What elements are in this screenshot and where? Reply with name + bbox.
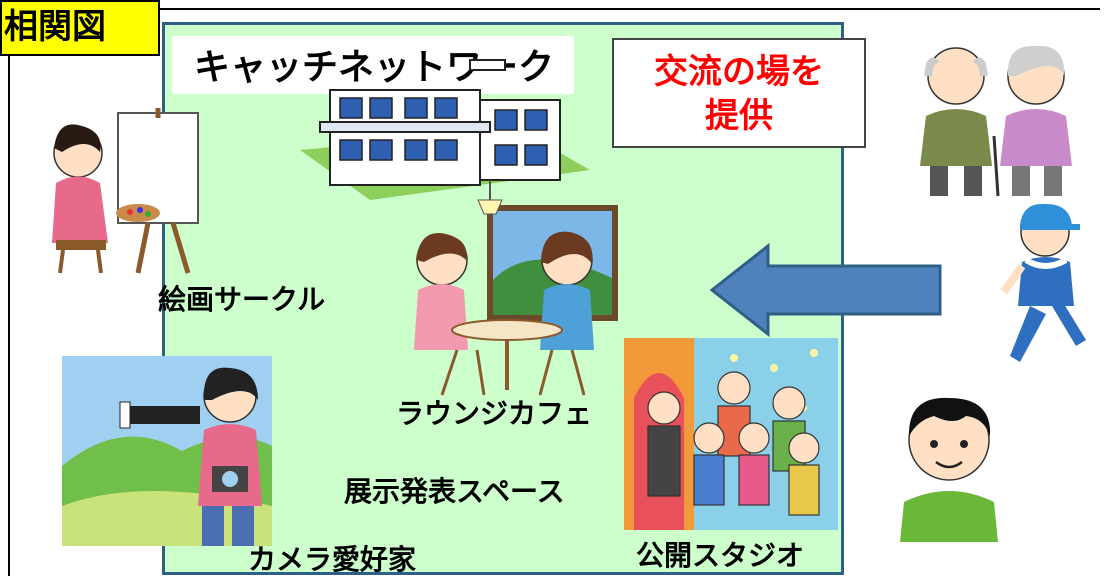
painting-circle-label: 絵画サークル [158,283,326,316]
jogger-illustration [1000,203,1086,362]
painter-illustration [52,108,199,274]
building-illustration [300,59,590,200]
exhibition-space-label: 展示発表スペース [344,475,565,508]
inflow-arrow [709,242,942,338]
lounge-cafe-label: ラウンジカフェ [396,397,593,430]
boy-illustration [900,397,998,542]
open-studio-illustration [624,338,838,530]
elderly-couple-illustration [920,45,1072,197]
network-name-box [172,36,574,94]
title-tag: 相関図 [0,0,160,56]
camera-enthusiast-label: カメラ愛好家 [248,543,417,576]
exchange-callout: 交流の場を 提供 [612,38,866,148]
callout-line2: 提供 [705,96,773,136]
diagram-frame [8,8,1100,576]
callout-line1: 交流の場を [654,52,824,92]
open-studio-label: 公開スタジオ [636,539,805,572]
camera-enthusiast-illustration [62,356,272,546]
lounge-cafe-illustration [414,180,618,396]
